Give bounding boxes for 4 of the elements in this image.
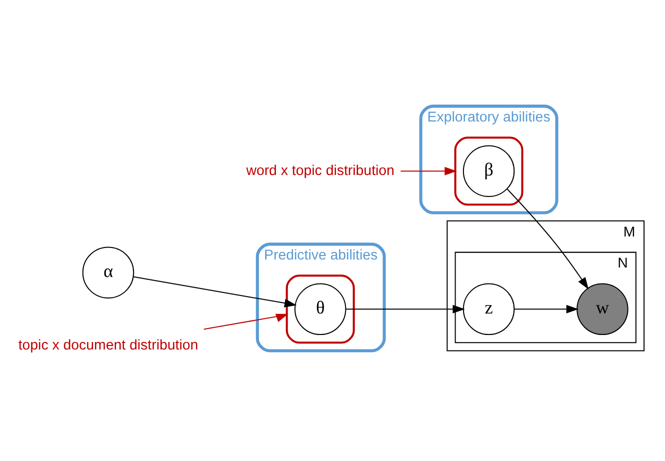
node-text: topic x document distribution bbox=[18, 336, 198, 353]
node-label: Exploratory abilities bbox=[427, 109, 550, 126]
node-text: word x topic distribution bbox=[246, 162, 394, 178]
node-label: Predictive abilities bbox=[264, 247, 378, 264]
